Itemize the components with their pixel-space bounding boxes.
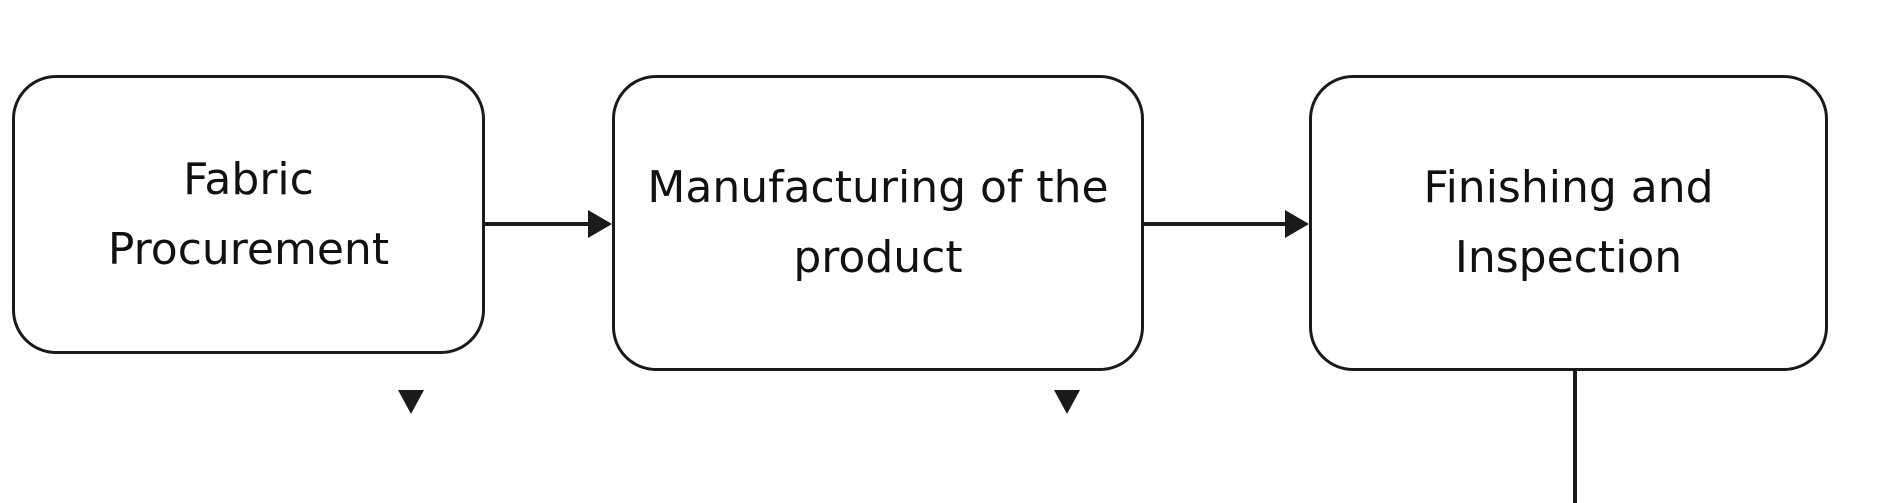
node-manufacturing-label: Manufacturing of the product [647,162,1109,283]
node-finishing-inspection-label: Finishing and Inspection [1423,162,1714,283]
node-fabric-procurement: Fabric Procurement [12,75,485,354]
node-finishing-inspection: Finishing and Inspection [1309,75,1828,371]
node-fabric-procurement-label: Fabric Procurement [107,153,390,275]
down-triangle-marker-icon [1054,390,1080,414]
edge-manufacturing-to-finishing [1144,210,1309,238]
down-triangle-marker-icon [398,390,424,414]
arrowhead-icon [1285,210,1309,238]
edge-fabric-to-manufacturing [485,210,612,238]
arrowhead-icon [588,210,612,238]
node-manufacturing: Manufacturing of the product [612,75,1144,371]
